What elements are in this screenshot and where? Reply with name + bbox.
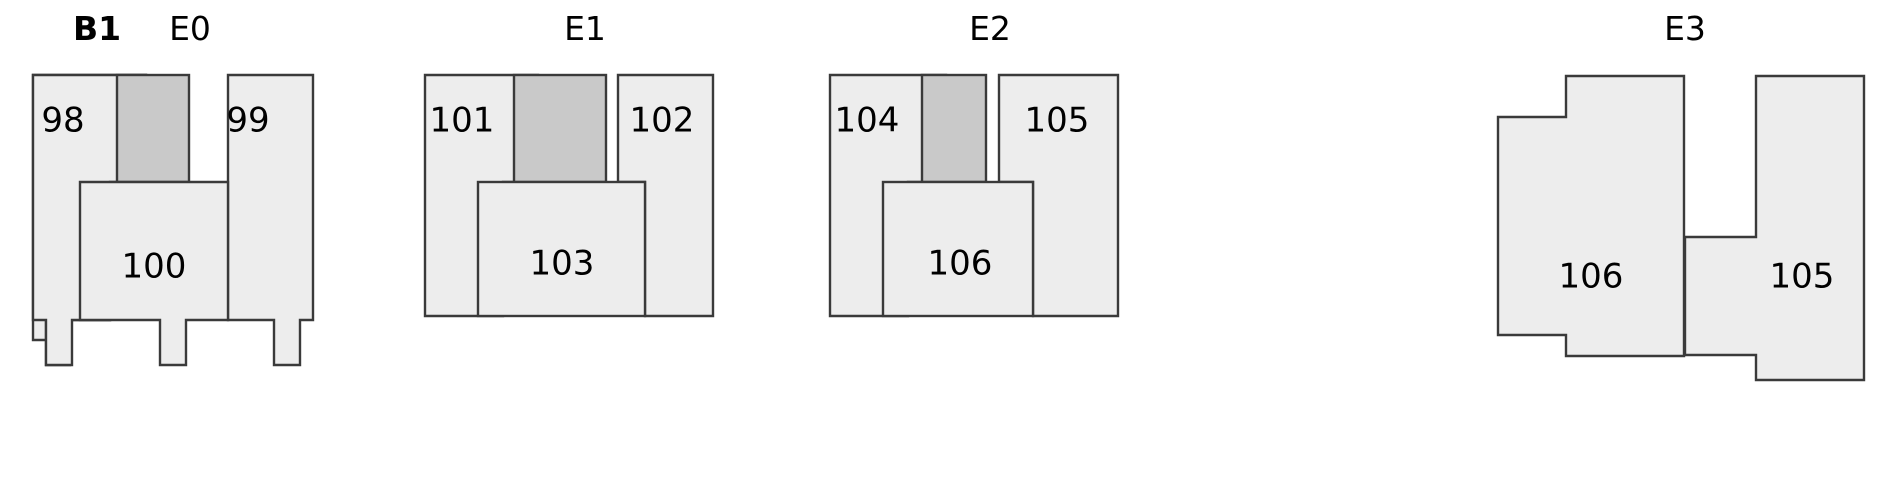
region-bridge-e0-shape[interactable] xyxy=(115,73,191,184)
panel-e0: B1 E0 98 99 100 xyxy=(0,0,420,495)
region-103-shape[interactable] xyxy=(476,180,647,318)
region-102-label: 102 xyxy=(630,101,695,141)
region-bridge-e1-shape[interactable] xyxy=(512,73,608,184)
region-104-label: 104 xyxy=(835,101,900,141)
region-101-label: 101 xyxy=(430,101,495,141)
panel-title-e2: E2 xyxy=(969,9,1011,48)
region-bridge-e2-shape[interactable] xyxy=(920,73,988,184)
panel-e1-svg: 101 102 103 xyxy=(423,73,715,318)
panel-e1: E1 101 102 103 xyxy=(400,0,820,495)
region-100-label: 100 xyxy=(122,247,187,287)
region-106-e2-shape[interactable] xyxy=(881,180,1035,318)
region-100-shape[interactable] xyxy=(78,180,230,367)
region-106-e3-shape[interactable] xyxy=(1496,74,1686,358)
region-98-label: 98 xyxy=(41,101,84,141)
panel-e0-svg: 98 99 100 xyxy=(31,73,315,367)
panel-e2: E2 104 105 106 xyxy=(805,0,1225,495)
region-105-e3-shape[interactable] xyxy=(1683,74,1866,382)
panel-e2-svg: 104 105 106 xyxy=(828,73,1120,318)
panel-e3: E3 106 105 xyxy=(1480,0,1900,495)
panel-title-e1: E1 xyxy=(564,9,606,48)
panel-title-e0: E0 xyxy=(169,9,211,48)
row-label-b1: B1 xyxy=(72,9,122,48)
panel-e3-svg: 106 105 xyxy=(1496,74,1866,382)
region-103-label: 103 xyxy=(530,244,595,284)
region-105-e2-label: 105 xyxy=(1025,101,1090,141)
region-99-label: 99 xyxy=(226,101,269,141)
panel-title-e3: E3 xyxy=(1664,9,1706,48)
region-105-e3-label: 105 xyxy=(1770,257,1835,297)
region-106-e2-label: 106 xyxy=(928,244,993,284)
region-106-e3-label: 106 xyxy=(1559,257,1624,297)
